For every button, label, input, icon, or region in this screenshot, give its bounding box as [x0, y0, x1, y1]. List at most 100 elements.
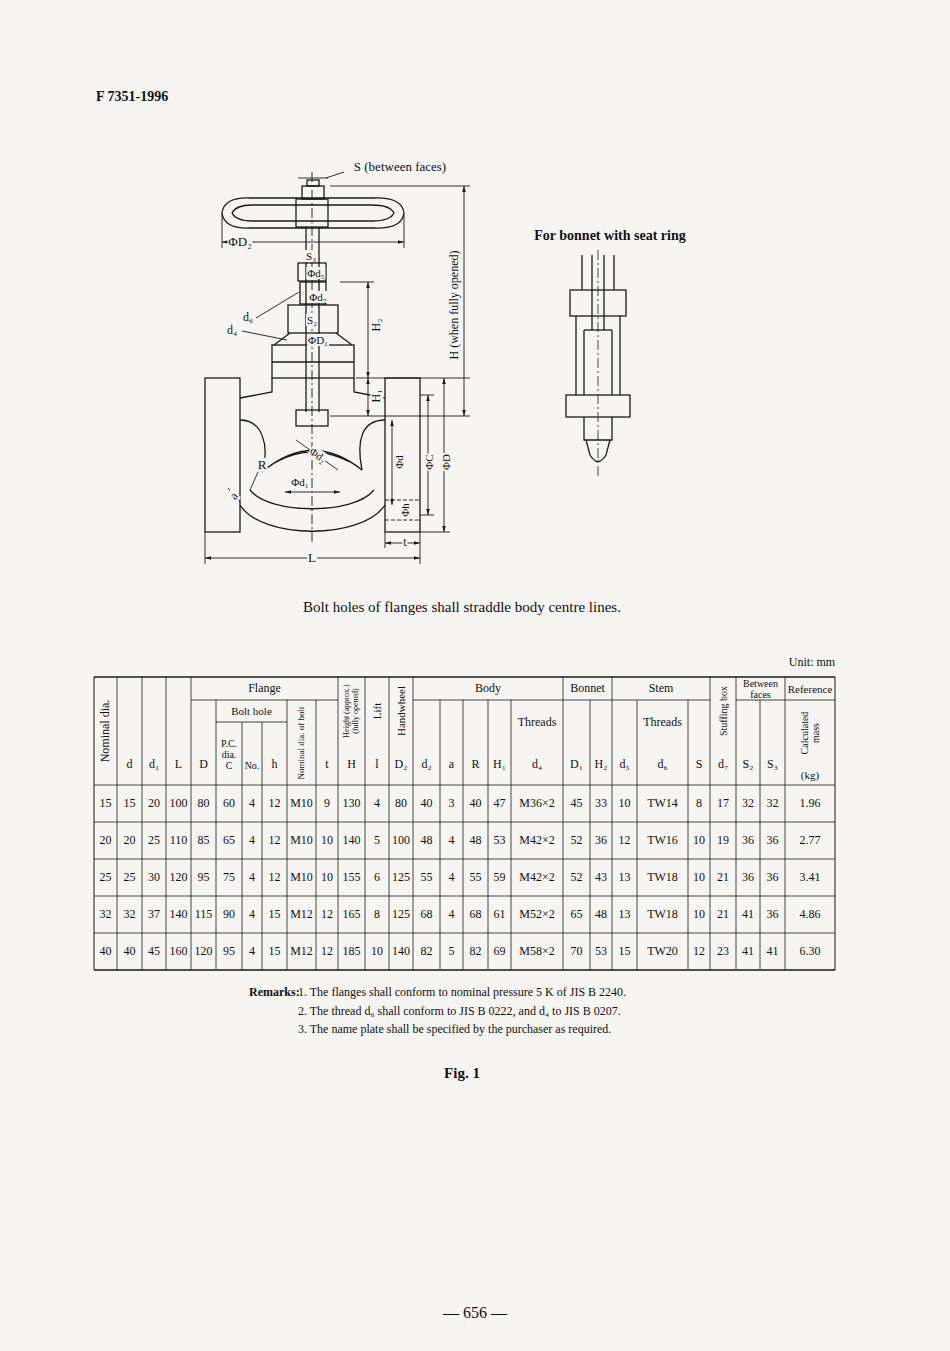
table-cell: 115	[194, 908, 214, 921]
table-cell: 32	[99, 908, 113, 921]
table-header: Between faces	[737, 678, 784, 700]
drawing-stroke	[385, 378, 420, 532]
table-cell: M10	[289, 834, 314, 847]
grid-line	[688, 700, 689, 970]
dimension-label: S₂	[306, 314, 318, 326]
drawing-stroke	[404, 214, 405, 248]
table-cell: 85	[197, 834, 211, 847]
table-header: Nominal dia. of bolt	[297, 702, 307, 783]
table-header: H	[339, 758, 364, 771]
table-cell: 20	[123, 834, 137, 847]
table-cell: 32	[766, 797, 780, 810]
table-cell: 140	[169, 908, 189, 921]
table-cell: 65	[570, 908, 584, 921]
grid-line	[94, 785, 835, 786]
table-header: l	[366, 758, 388, 771]
drawing-stroke	[581, 255, 582, 290]
table-cell: 3.41	[799, 871, 822, 884]
table-cell: 48	[469, 834, 483, 847]
table-cell: M10	[289, 871, 314, 884]
table-cell: 36	[766, 871, 780, 884]
table-cell: 155	[342, 871, 362, 884]
table-cell: 12	[692, 945, 706, 958]
table-cell: 12	[268, 871, 282, 884]
note: Bolt holes of flanges shall straddle bod…	[302, 599, 622, 616]
table-cell: 160	[169, 945, 189, 958]
table-cell: 41	[741, 908, 755, 921]
grid-line	[785, 677, 786, 970]
table-cell: 10	[320, 871, 334, 884]
table-header: H₂	[591, 758, 611, 771]
table-cell: 95	[222, 945, 236, 958]
table-cell: 68	[420, 908, 434, 921]
table-header: P.C. dia. C	[217, 737, 241, 770]
table-cell: 10	[320, 834, 334, 847]
table-cell: 55	[420, 871, 434, 884]
table-cell: 125	[391, 871, 411, 884]
table-cell: M42×2	[518, 871, 555, 884]
drawing-stroke	[205, 378, 240, 532]
grid-line	[166, 677, 167, 970]
drawing-stroke	[302, 186, 324, 199]
drawing-stroke	[205, 532, 206, 564]
drawing-stroke	[598, 250, 599, 478]
table-cell: 52	[570, 834, 584, 847]
table-cell: 120	[194, 945, 214, 958]
table-cell: 4.86	[799, 908, 822, 921]
table-cell: 41	[766, 945, 780, 958]
grid-line	[94, 859, 835, 860]
table-cell: 90	[222, 908, 236, 921]
table-cell: 53	[493, 834, 507, 847]
table-cell: 140	[391, 945, 411, 958]
table-cell: 40	[123, 945, 137, 958]
drawing-stroke	[232, 205, 394, 221]
table-cell: 1.96	[799, 797, 822, 810]
table-cell: 45	[147, 945, 161, 958]
table-header: Handwheel	[395, 679, 407, 743]
figure-caption: Fig. 1	[443, 1065, 481, 1082]
table-cell: 80	[394, 797, 408, 810]
grid-line	[94, 676, 835, 678]
grid-line	[94, 969, 835, 971]
grid-line	[389, 677, 390, 970]
grid-line	[760, 700, 761, 970]
table-header: D₂	[390, 758, 412, 771]
dimension-label: H₁	[370, 389, 383, 404]
drawing-stroke	[586, 440, 610, 462]
dimension-label: ΦD₂	[227, 235, 252, 249]
table-cell: 5	[448, 945, 456, 958]
table-cell: 4	[248, 834, 256, 847]
table-cell: 8	[695, 797, 703, 810]
table-cell: 2.77	[799, 834, 822, 847]
valve-body	[205, 180, 420, 532]
table-cell: 8	[373, 908, 381, 921]
table-header: S	[689, 758, 709, 771]
table-header: d	[118, 758, 141, 771]
table-cell: 68	[469, 908, 483, 921]
grid-line	[316, 700, 317, 970]
table-cell: 13	[618, 871, 632, 884]
table-cell: 120	[169, 871, 189, 884]
table-cell: 4	[248, 797, 256, 810]
table-cell: 23	[716, 945, 730, 958]
table-cell: 15	[99, 797, 113, 810]
table-header: No.	[243, 760, 261, 771]
table-cell: 140	[342, 834, 362, 847]
table-cell: 41	[741, 945, 755, 958]
drawing-stroke	[272, 361, 354, 362]
standard-number: F 7351-1996	[95, 89, 169, 104]
table-cell: 25	[147, 834, 161, 847]
table-cell: 12	[268, 797, 282, 810]
grid-line	[94, 822, 835, 823]
table-cell: 75	[222, 871, 236, 884]
grid-line	[463, 700, 464, 970]
table-cell: 60	[222, 797, 236, 810]
table-cell: 17	[716, 797, 730, 810]
dimension-label: H₂	[370, 318, 383, 333]
dimension-label: Φd₇	[308, 291, 327, 303]
drawing-stroke	[368, 378, 369, 416]
drawing-stroke	[330, 416, 374, 417]
table-header: (kg)	[786, 769, 834, 781]
table-cell: M36×2	[518, 797, 555, 810]
grid-line	[511, 700, 512, 970]
